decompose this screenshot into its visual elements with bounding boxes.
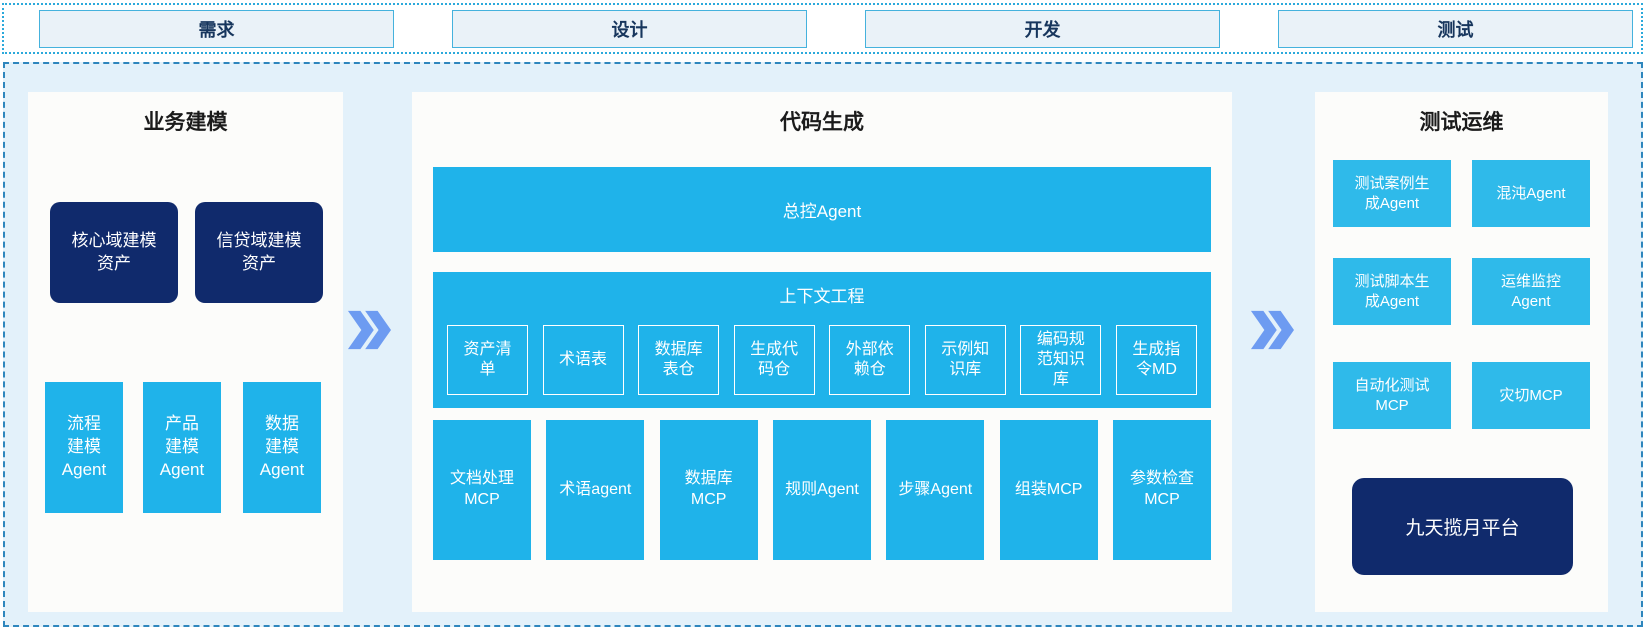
phase-box-requirements: 需求 <box>39 9 394 48</box>
context-box-glossary: 术语表 <box>542 325 624 395</box>
context-box-example-knowledge-base: 示例知识库 <box>924 325 1006 395</box>
phase-label: 设计 <box>611 19 648 40</box>
asset-box-credit-domain: 信贷域建模资产 <box>195 202 323 303</box>
context-label: 生成指令MD <box>1132 341 1181 378</box>
section-code-generation: 代码生成 总控Agent 上下文工程 资产清单 术语表 数据库表仓 <box>412 92 1232 612</box>
context-box-db-table-repo: 数据库表仓 <box>638 325 720 395</box>
context-label: 生成代码仓 <box>750 341 799 378</box>
master-agent-bar: 总控Agent <box>433 167 1211 252</box>
tool-label: 参数检查MCP <box>1129 470 1194 508</box>
phase-box-testing: 测试 <box>1278 9 1633 48</box>
asset-box-core-domain: 核心域建模资产 <box>50 202 178 303</box>
asset-label: 信贷域建模资产 <box>216 231 302 273</box>
context-engineering-band: 上下文工程 资产清单 术语表 数据库表仓 生成代码仓 外部依赖仓 <box>433 272 1211 408</box>
context-box-external-deps-repo: 外部依赖仓 <box>829 325 911 395</box>
context-box-generation-instruction-md: 生成指令MD <box>1115 325 1197 395</box>
testops-box-test-script-generation-agent: 测试脚本生成Agent <box>1333 258 1451 325</box>
tool-label: 规则Agent <box>785 480 859 498</box>
context-box-coding-standards-kb: 编码规范知识库 <box>1020 325 1102 395</box>
tool-box-document-processing-mcp: 文档处理MCP <box>433 420 531 560</box>
section-title: 测试运维 <box>1419 111 1504 134</box>
tool-box-assembly-mcp: 组装MCP <box>999 420 1098 560</box>
master-agent-label: 总控Agent <box>782 202 862 221</box>
platform-box-jiutian-lanyue: 九天揽月平台 <box>1352 478 1573 575</box>
phase-box-design: 设计 <box>452 9 807 48</box>
testops-box-chaos-agent: 混沌Agent <box>1472 160 1590 227</box>
context-label: 示例知识库 <box>941 341 990 378</box>
agent-box-product-modeling: 产品建模Agent <box>143 382 221 513</box>
testops-label: 灾切MCP <box>1499 386 1563 404</box>
codegen-tools-row: 文档处理MCP 术语agent 数据库MCP 规则Agent 步骤Agent 组… <box>433 420 1211 560</box>
agent-box-process-modeling: 流程建模Agent <box>45 382 123 513</box>
tool-box-step-agent: 步骤Agent <box>886 420 985 560</box>
phase-box-development: 开发 <box>865 9 1220 48</box>
tool-box-terminology-agent: 术语agent <box>546 420 645 560</box>
agent-label: 产品建模Agent <box>159 414 205 479</box>
context-label: 资产清单 <box>463 341 512 378</box>
testops-label: 混沌Agent <box>1496 184 1566 202</box>
context-label: 编码规范知识库 <box>1036 331 1085 388</box>
asset-label: 核心域建模资产 <box>71 231 157 273</box>
context-label: 术语表 <box>559 351 608 368</box>
context-engineering-title: 上下文工程 <box>779 287 865 306</box>
double-chevron-right-icon <box>1250 310 1294 350</box>
testops-box-disaster-switch-mcp: 灾切MCP <box>1472 362 1590 429</box>
agent-box-data-modeling: 数据建模Agent <box>243 382 321 513</box>
testops-label: 运维监控Agent <box>1500 273 1561 310</box>
testops-box-test-case-generation-agent: 测试案例生成Agent <box>1333 160 1451 227</box>
testops-label: 测试脚本生成Agent <box>1354 273 1430 310</box>
tool-label: 数据库MCP <box>684 470 733 508</box>
section-title: 业务建模 <box>143 111 228 134</box>
testops-box-ops-monitoring-agent: 运维监控Agent <box>1472 258 1590 325</box>
context-label: 外部依赖仓 <box>845 341 894 378</box>
section-business-modeling: 业务建模 核心域建模资产 信贷域建模资产 流程建模Agent 产品建模Agent… <box>28 92 343 612</box>
context-label: 数据库表仓 <box>654 341 703 378</box>
tool-box-rule-agent: 规则Agent <box>772 420 871 560</box>
phase-strip: 需求 设计 开发 测试 <box>2 3 1643 54</box>
tool-box-parameter-check-mcp: 参数检查MCP <box>1112 420 1211 560</box>
tool-box-database-mcp: 数据库MCP <box>659 420 758 560</box>
phase-label: 开发 <box>1024 19 1061 40</box>
context-box-asset-list: 资产清单 <box>447 325 528 395</box>
testops-label: 自动化测试MCP <box>1354 377 1430 414</box>
tool-label: 组装MCP <box>1014 480 1083 498</box>
context-box-generated-code-repo: 生成代码仓 <box>733 325 815 395</box>
phase-label: 需求 <box>198 19 235 40</box>
section-test-operations: 测试运维 测试案例生成Agent 混沌Agent 测试脚本生成Agent 运维监… <box>1315 92 1608 612</box>
main-container: 业务建模 核心域建模资产 信贷域建模资产 流程建模Agent 产品建模Agent… <box>3 62 1643 627</box>
agent-label: 数据建模Agent <box>259 414 305 479</box>
phase-label: 测试 <box>1437 19 1474 40</box>
agent-label: 流程建模Agent <box>61 414 107 479</box>
context-items-row: 资产清单 术语表 数据库表仓 生成代码仓 外部依赖仓 示例知 <box>447 325 1197 395</box>
platform-label: 九天揽月平台 <box>1405 518 1520 539</box>
testops-box-automated-testing-mcp: 自动化测试MCP <box>1333 362 1451 429</box>
tool-label: 步骤Agent <box>898 480 973 498</box>
tool-label: 文档处理MCP <box>449 470 514 508</box>
double-chevron-right-icon <box>347 310 391 350</box>
section-title: 代码生成 <box>780 111 864 134</box>
tool-label: 术语agent <box>559 480 632 498</box>
testops-label: 测试案例生成Agent <box>1354 175 1430 212</box>
